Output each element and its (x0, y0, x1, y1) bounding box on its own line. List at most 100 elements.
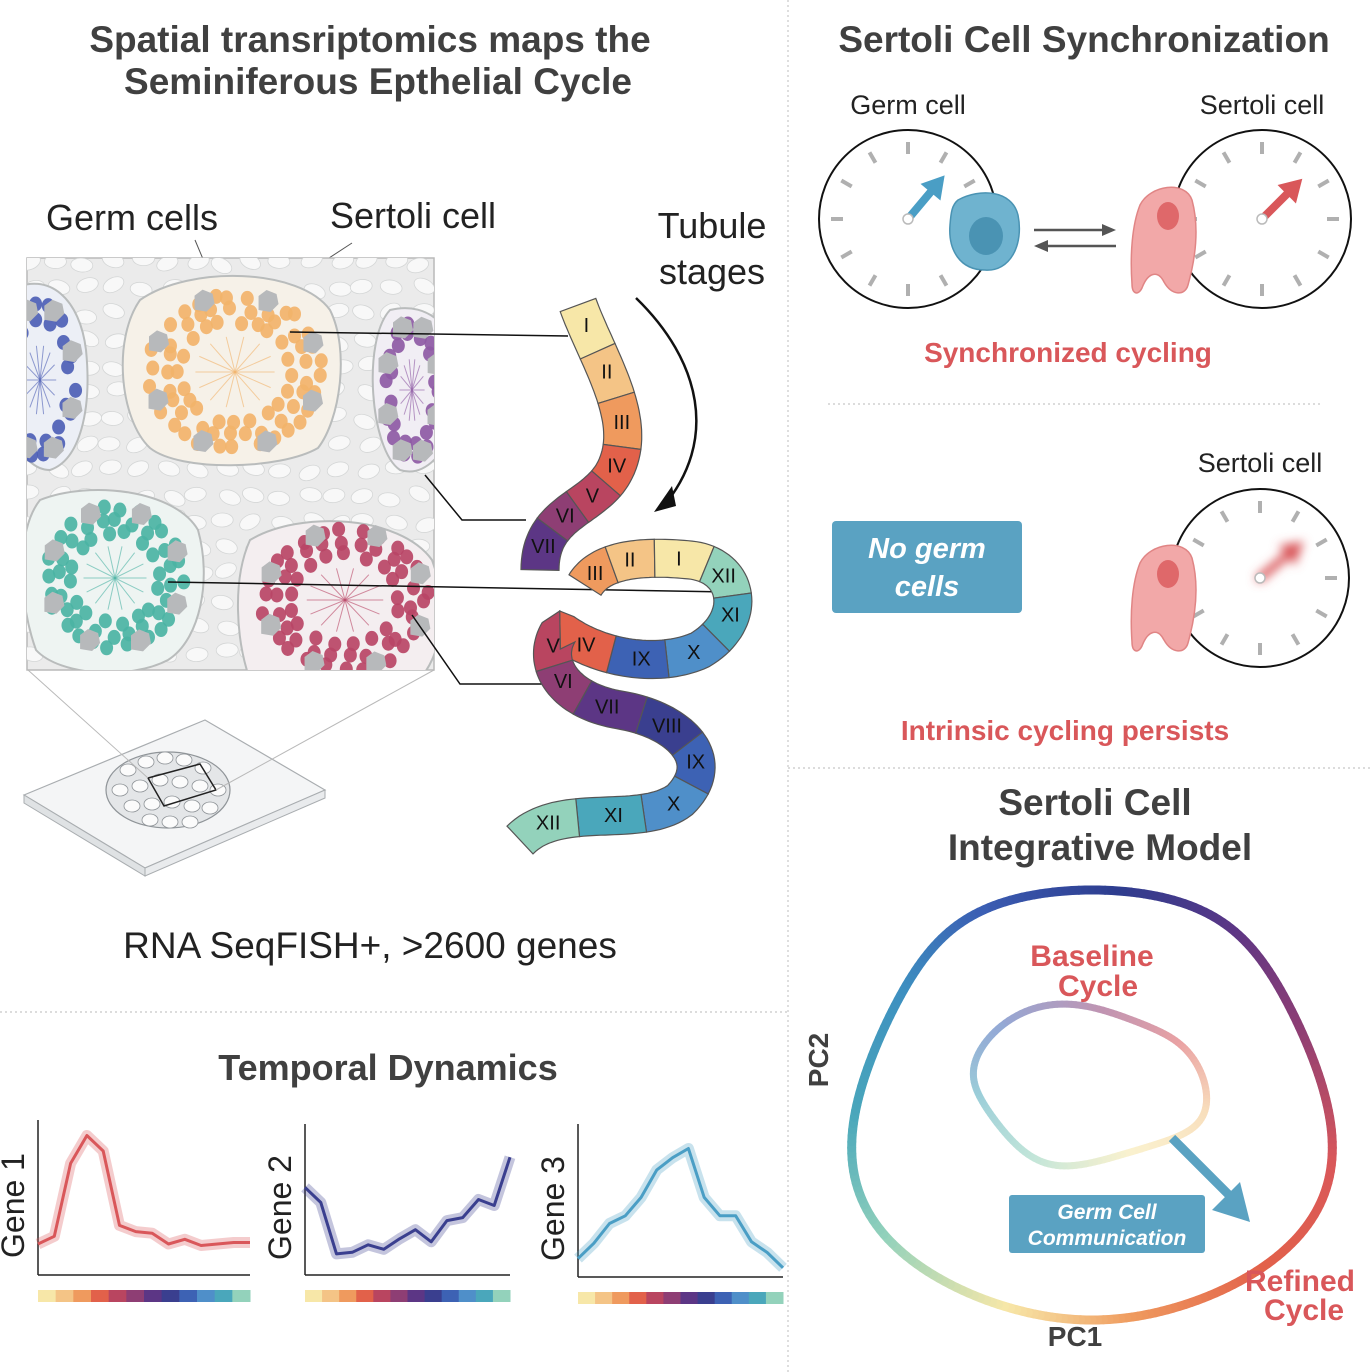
synchronized-caption: Synchronized cycling (924, 337, 1212, 368)
main-title-line2: Seminiferous Epthelial Cycle (124, 61, 632, 102)
stage-color-cell (765, 1292, 784, 1304)
gene-ci-band (574, 1143, 787, 1272)
sertoli-cell-clock (1172, 129, 1352, 309)
glass-slide (22, 669, 435, 877)
germ-cell-clock-label: Germ cell (850, 90, 966, 120)
stage-color-cell (458, 1290, 477, 1302)
gene-label: Gene 2 (262, 1155, 298, 1260)
intrinsic-caption: Intrinsic cycling persists (901, 715, 1229, 746)
stage-label: IX (632, 648, 651, 670)
temporal-dynamics-panel: Temporal Dynamics Gene 1 Gene 2 Gene 3 (0, 1047, 787, 1304)
germ-comm-line1: Germ Cell (1057, 1201, 1157, 1224)
stage-color-cell (179, 1290, 198, 1302)
stage-label: X (687, 642, 700, 664)
stage-label: III (587, 563, 604, 585)
tubule-blue (27, 282, 89, 472)
stage-label: X (667, 793, 680, 815)
stage-label: V (586, 485, 600, 507)
no-germ-cells-box: No germ cells (832, 521, 1022, 613)
sertoli-intrinsic-clock (1170, 488, 1350, 668)
stage-color-cell (475, 1290, 494, 1302)
sertoli-cell-clock-label-2: Sertoli cell (1198, 448, 1323, 478)
stage-label: I (676, 548, 682, 570)
refined-label-line1: Refined (1245, 1265, 1355, 1298)
sertoli-cell-icon-2 (1130, 544, 1197, 652)
stage-direction-arrowhead (654, 486, 676, 512)
germ-cell-icon (949, 192, 1021, 271)
stage-color-cell (161, 1290, 180, 1302)
sertoli-cell-clock-label: Sertoli cell (1200, 90, 1325, 120)
stage-connectors (167, 331, 729, 685)
communication-arrow (1168, 1134, 1240, 1206)
stage-label: VI (554, 671, 573, 693)
model-title-line1: Sertoli Cell (998, 782, 1191, 823)
stage-segment (520, 517, 569, 572)
stage-label: VII (531, 536, 555, 558)
stage-color-cell (748, 1292, 767, 1304)
stage-label: II (601, 362, 612, 384)
integrative-model-panel: Sertoli Cell Integrative Model Baseline … (803, 782, 1355, 1352)
stage-color-cell (441, 1290, 460, 1302)
stage-label: VII (595, 697, 619, 719)
stage-color-cell (646, 1292, 664, 1304)
gene-chart: Gene 3 (535, 1124, 787, 1304)
main-panel: Spatial transriptomics maps the Seminife… (22, 19, 766, 966)
stage-label: XI (721, 605, 740, 627)
stage-color-cell (108, 1290, 127, 1302)
stage-color-cell (595, 1292, 613, 1304)
stage-color-cell (197, 1290, 216, 1302)
stage-color-cell (629, 1292, 647, 1304)
stage-label: V (547, 636, 561, 658)
stage-color-cell (356, 1290, 374, 1302)
stage-label: IV (607, 456, 627, 478)
stage-color-cell (663, 1292, 681, 1304)
stage-direction-arrow (635, 297, 698, 509)
stage-color-cell (91, 1290, 110, 1302)
stage-label: II (624, 550, 635, 572)
stage-color-cell (578, 1292, 596, 1304)
stage-color-cell (680, 1292, 699, 1304)
germ-cell-communication-box: Germ Cell Communication (1009, 1195, 1205, 1253)
stage-label: I (584, 315, 590, 337)
gene-line (37, 1134, 250, 1247)
temporal-title: Temporal Dynamics (218, 1047, 557, 1088)
model-title-line2: Integrative Model (948, 827, 1252, 868)
germ-comm-line2: Communication (1028, 1227, 1187, 1250)
sertoli-cell-label: Sertoli cell (330, 195, 496, 236)
gene-label: Gene 1 (0, 1153, 31, 1258)
refined-cycle-loop (847, 885, 1337, 1325)
stage-color-cell (731, 1292, 750, 1304)
stage-color-cell (73, 1290, 92, 1302)
stage-color-cell (38, 1290, 57, 1302)
germ-cells-label: Germ cells (46, 197, 218, 238)
stage-label: VIII (652, 716, 682, 738)
stage-label: III (613, 412, 630, 434)
stage-label: XII (711, 565, 735, 587)
no-germ-line1: No germ (868, 533, 986, 565)
sync-title: Sertoli Cell Synchronization (838, 19, 1329, 60)
stage-color-cell (390, 1290, 408, 1302)
stage-label: XII (536, 813, 560, 835)
stage-color-cell (697, 1292, 716, 1304)
baseline-cycle-loop (969, 1000, 1211, 1170)
pc2-axis-label: PC2 (803, 1033, 834, 1087)
refined-label-line2: Cycle (1264, 1294, 1344, 1327)
stage-color-cell (144, 1290, 163, 1302)
stage-color-cell (55, 1290, 74, 1302)
stage-label: XI (604, 805, 623, 827)
stage-color-cell (373, 1290, 391, 1302)
stage-color-cell (305, 1290, 323, 1302)
stage-color-cell (339, 1290, 357, 1302)
stage-color-cell (232, 1290, 251, 1302)
baseline-label-line1: Baseline (1030, 940, 1153, 973)
sertoli-cell-icon (1130, 186, 1197, 294)
stage-color-cell (612, 1292, 630, 1304)
stage-color-cell (407, 1290, 426, 1302)
exchange-arrows (1034, 224, 1116, 252)
gene-chart: Gene 2 (262, 1124, 516, 1302)
stage-color-cell (214, 1290, 233, 1302)
gene-label: Gene 3 (535, 1156, 571, 1261)
gene-ci-band (301, 1155, 516, 1260)
